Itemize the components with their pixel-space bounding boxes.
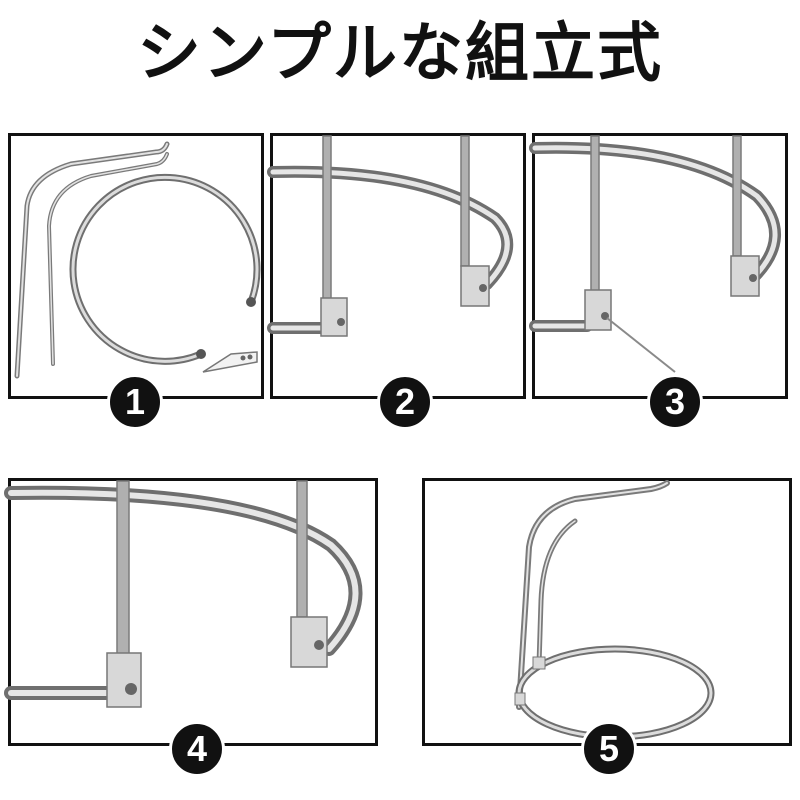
step-2-badge: 2 bbox=[377, 374, 433, 430]
step-5-finished-stand-illustration bbox=[514, 480, 715, 741]
step-4-panel: 4 bbox=[4, 478, 378, 777]
step-4-closeup-illustration bbox=[4, 480, 363, 708]
step-3-panel: 3 bbox=[529, 133, 788, 430]
step-5-panel: 5 bbox=[422, 478, 792, 777]
step-2-assembly-illustration bbox=[267, 135, 514, 337]
step-1-panel: 1 bbox=[8, 133, 264, 430]
step-3-screw-illustration bbox=[529, 135, 782, 373]
step-4-badge: 4 bbox=[169, 721, 225, 777]
step-5-badge: 5 bbox=[581, 721, 637, 777]
step-1-badge: 1 bbox=[107, 374, 163, 430]
step-2-panel: 2 bbox=[267, 133, 526, 430]
step-1-parts-illustration bbox=[14, 141, 261, 379]
step-3-badge: 3 bbox=[647, 374, 703, 430]
page-title: シンプルな組立式 bbox=[136, 17, 664, 91]
